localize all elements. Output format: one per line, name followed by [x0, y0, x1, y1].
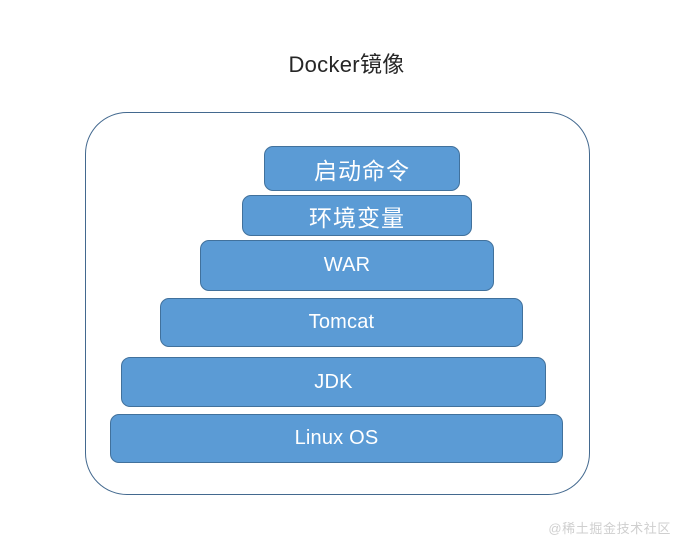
layer-label: WAR	[323, 254, 371, 276]
watermark: @稀土掘金技术社区	[548, 521, 671, 536]
docker-image-boundary	[85, 112, 590, 495]
layer-label: 环境变量	[309, 204, 405, 231]
layer-label: Linux OS	[294, 427, 379, 449]
page-title: Docker镜像	[288, 52, 405, 77]
layer-environment-variables[interactable]: 环境变量	[242, 195, 472, 236]
layer-label: Tomcat	[308, 311, 375, 333]
layer-label: 启动命令	[314, 157, 410, 184]
layer-label: JDK	[314, 370, 353, 393]
layer-linux-os[interactable]: Linux OS	[110, 414, 563, 463]
layer-war[interactable]: WAR	[200, 240, 494, 291]
layer-startup-command[interactable]: 启动命令	[264, 146, 460, 191]
layer-jdk[interactable]: JDK	[121, 357, 546, 407]
layer-tomcat[interactable]: Tomcat	[160, 298, 523, 347]
